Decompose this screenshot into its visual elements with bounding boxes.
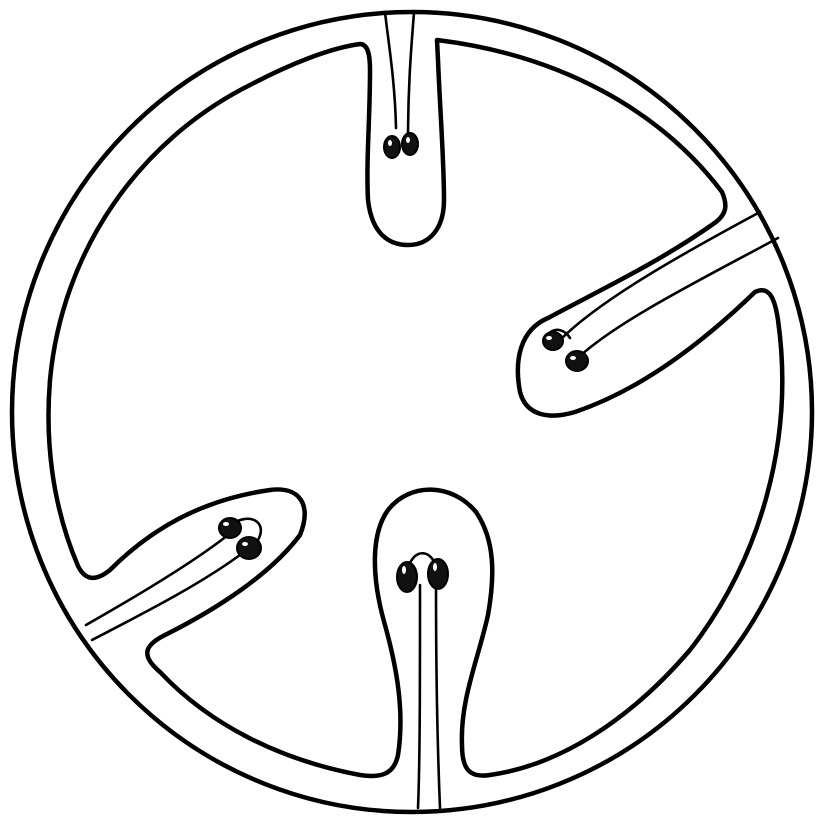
cell-highlight	[406, 137, 410, 143]
cell	[402, 133, 418, 155]
cell	[237, 537, 261, 559]
cell-highlight	[570, 356, 576, 360]
top-channel-left	[385, 12, 396, 128]
cell	[566, 351, 588, 371]
right-lobe-cells	[543, 332, 588, 371]
cell-highlight	[242, 542, 248, 546]
top-lobe-cells	[384, 133, 418, 158]
cell	[397, 562, 417, 592]
cell	[219, 518, 241, 538]
bottom-channel-right	[436, 585, 440, 808]
cell-highlight	[402, 566, 406, 574]
cell-highlight	[546, 336, 552, 340]
cell	[384, 136, 400, 158]
cell	[428, 559, 448, 589]
bottom-channel-left	[418, 585, 420, 808]
cell-highlight	[223, 522, 229, 526]
cell-highlight	[388, 140, 392, 146]
outer-ring	[12, 12, 812, 812]
bottom-lobe-cells	[397, 559, 448, 592]
cell-highlight	[433, 563, 437, 571]
top-channel-right	[408, 12, 414, 140]
cell	[543, 332, 563, 350]
right-channel-upper	[560, 212, 760, 340]
